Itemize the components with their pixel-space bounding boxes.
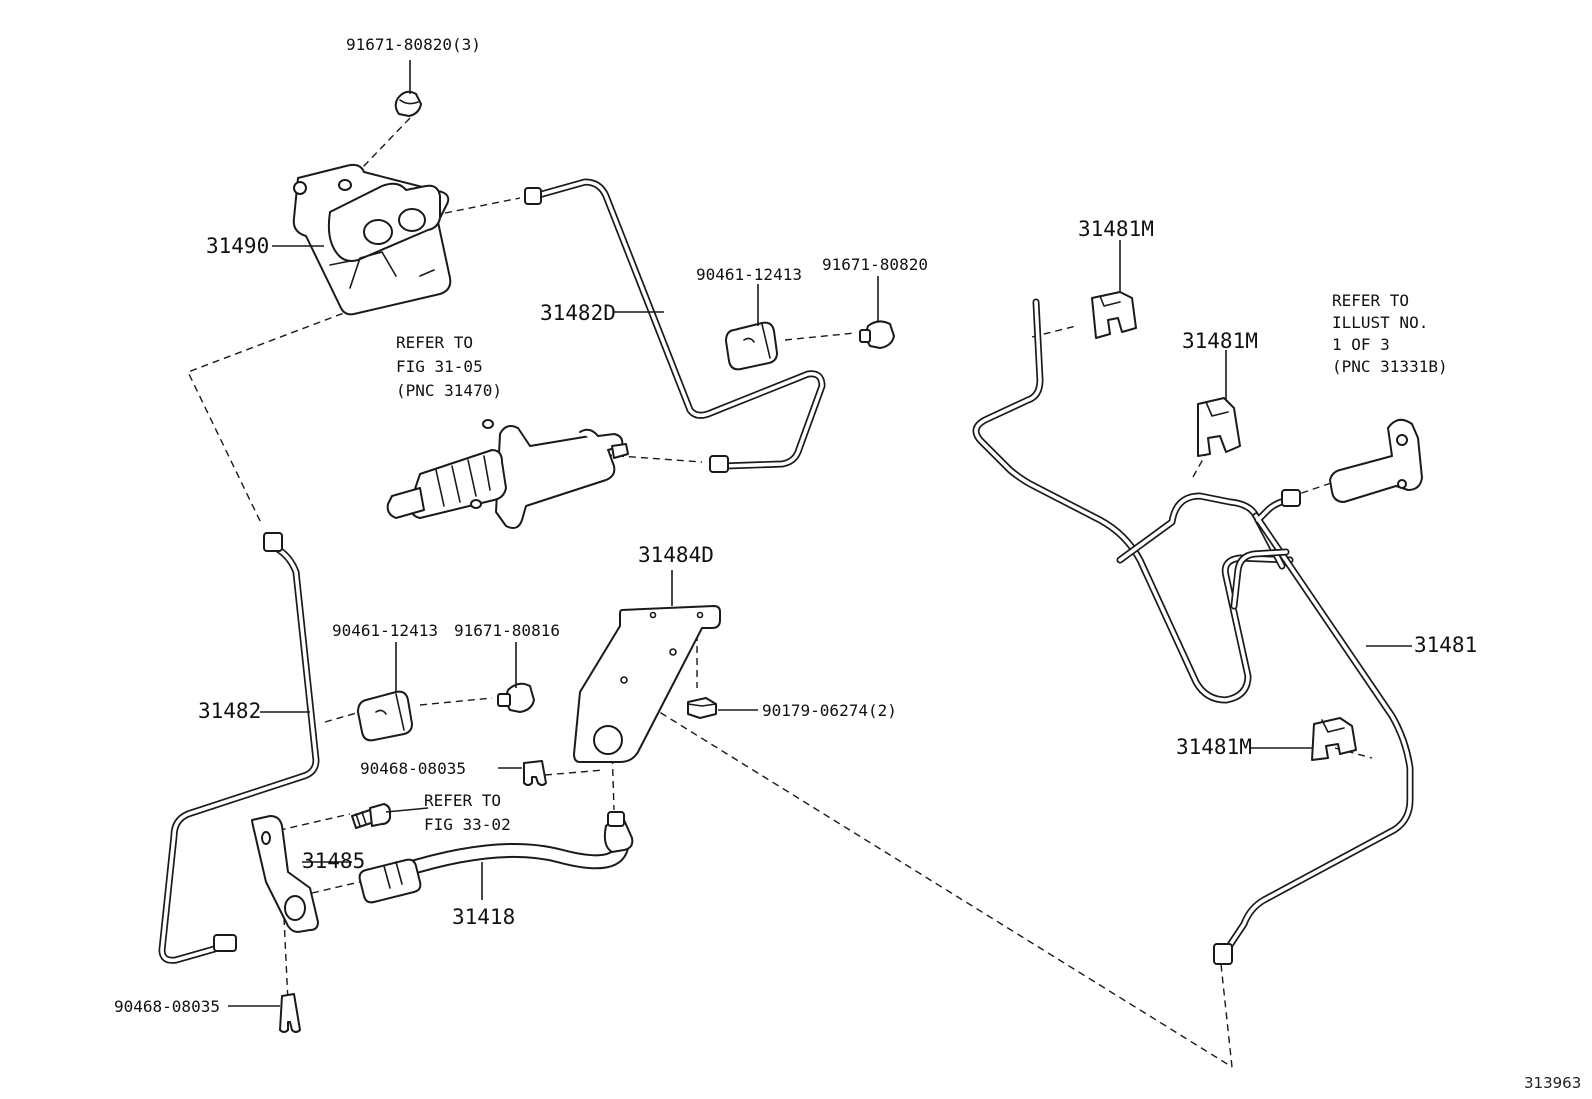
label-refer-illust-line1: REFER TO [1332,291,1409,310]
label-bolt-low: 91671-80816 [454,621,560,640]
bolt-low-icon [497,682,535,713]
label-refer-3105-line2: FIG 31-05 [396,357,483,376]
diagram-id: 313963 [1524,1074,1581,1092]
label-bracket-small: 31485 [302,849,365,873]
leader-lines [228,60,1412,1007]
label-refer-3105-line3: (PNC 31470) [396,381,502,400]
label-bracket: 31484D [638,543,714,567]
label-nut: 90179-06274(2) [762,701,897,720]
bolt-mid-icon [859,320,895,349]
stud-bolt-icon [351,803,391,829]
clamp-low-icon [357,690,413,742]
label-refer-3302-line2: FIG 33-02 [424,815,511,834]
clip-31481m-top-icon [1091,291,1137,339]
clip-31481m-mid-icon [1197,397,1241,457]
label-bolt-mid: 91671-80820 [822,255,928,274]
pipe-31482-icon [158,532,320,964]
label-clip-mid: 90468-08035 [360,759,466,778]
master-unit-icon [292,163,452,316]
clip-bottom-icon [279,993,301,1033]
hose-31418-icon [358,811,634,904]
clip-31481m-bottom-icon [1311,717,1357,761]
pipe-31482d-icon [524,178,826,473]
clip-mid-icon [523,760,547,786]
label-clip-m-bottom: 31481M [1176,735,1252,759]
label-refer-illust-line3: 1 OF 3 [1332,335,1390,354]
label-clip-bottom: 90468-08035 [114,997,220,1016]
label-pipe-main: 31481 [1414,633,1477,657]
label-refer-illust-line2: ILLUST NO. [1332,313,1428,332]
label-bolt-top: 91671-80820(3) [346,35,481,54]
part-labels: 91671-80820(3) 31490 31482D 90461-12413 … [114,35,1581,1092]
label-pipe-left: 31482 [198,699,261,723]
label-pipe-d: 31482D [540,301,616,325]
bracket-31484d-icon [573,605,721,763]
label-refer-3302-line1: REFER TO [424,791,501,810]
bolt-top-icon [394,90,422,117]
pipe-31481-icon [972,298,1414,965]
label-refer-3105-line1: REFER TO [396,333,473,352]
label-clamp-top: 90461-12413 [696,265,802,284]
label-refer-illust-line4: (PNC 31331B) [1332,357,1448,376]
label-hose: 31418 [452,905,515,929]
label-clip-m-top: 31481M [1078,217,1154,241]
clamp-top-icon [725,321,778,371]
nut-icon [687,697,717,719]
label-master-unit: 31490 [206,234,269,258]
bracket-31485-icon [251,815,319,933]
label-clip-m-mid: 31481M [1182,329,1258,353]
slave-cylinder-icon [386,419,629,529]
label-clamp-low: 90461-12413 [332,621,438,640]
master-cylinder-icon [1329,418,1423,503]
